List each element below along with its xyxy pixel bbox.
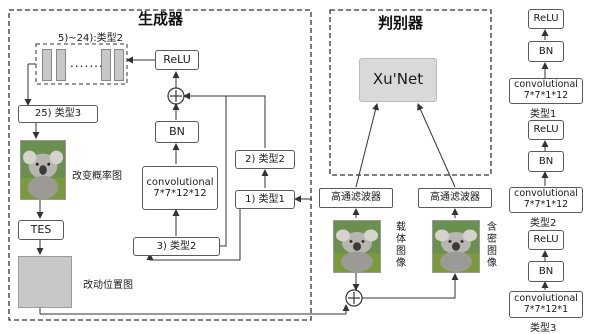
layer-bar-1: [42, 49, 52, 81]
rc3-conv-box: convolutional 7*7*12*1: [509, 291, 583, 318]
rc2-caption: 类型2: [530, 218, 557, 229]
rc3-caption: 类型3: [530, 323, 557, 334]
stego-caption: 含密图像: [487, 222, 497, 269]
generator-plus-node: [167, 87, 185, 105]
arrow-filterL-to-xunet: [355, 103, 379, 188]
item25-box: 25) 类型3: [18, 105, 98, 123]
rc1-bn-box: BN: [528, 41, 564, 62]
bn-box: BN: [155, 121, 199, 143]
tes-box: TES: [18, 220, 64, 240]
filter-left-box: 高通滤波器: [319, 188, 393, 208]
change-map-image: [18, 256, 72, 308]
rc3-relu-box: ReLU: [528, 230, 564, 250]
cover-caption: 载体图像: [396, 222, 406, 269]
rc1-relu-box: ReLU: [528, 9, 564, 29]
koala-picture: [21, 141, 65, 199]
skip-type2b-to-plus: [220, 96, 227, 247]
generator-frame: [8, 9, 312, 321]
type2-mid-box: 2) 类型2: [235, 150, 295, 169]
group-5-24-label: 5)~24):类型2: [58, 33, 123, 44]
change-map-caption: 改动位置图: [83, 280, 133, 291]
skip-type2mid-to-plus: [183, 92, 266, 148]
discriminator-plus-node: [345, 289, 363, 307]
xunet-box: Xu'Net: [359, 58, 437, 102]
ellipsis: .......: [70, 56, 104, 70]
type1-down-to-type2b: [146, 199, 241, 261]
relu-box: ReLU: [155, 50, 199, 70]
koala-picture: [433, 221, 479, 272]
rc2-conv-box: convolutional 7*7*1*12: [509, 187, 583, 213]
koala-picture: [334, 221, 380, 272]
layer-bar-4: [114, 49, 124, 81]
discriminator-frame: [329, 9, 492, 176]
rc2-relu-box: ReLU: [528, 120, 564, 140]
arrow-plus-to-stego: [362, 273, 459, 299]
rc1-conv-box: convolutional 7*7*1*12: [509, 78, 583, 104]
rc1-caption: 类型1: [530, 109, 557, 120]
type1-box: 1) 类型1: [235, 190, 295, 209]
discriminator-title: 判别器: [378, 14, 424, 32]
rc3-bn-box: BN: [528, 261, 564, 282]
arrow-filterR-to-xunet: [417, 103, 456, 188]
rc2-bn-box: BN: [528, 151, 564, 172]
layer-bar-3: [101, 49, 111, 81]
layer-bar-2: [56, 49, 66, 81]
generator-title: 生成器: [138, 10, 184, 28]
conv-box: convolutional 7*7*12*12: [142, 166, 218, 210]
cover-image: [333, 220, 381, 273]
prob-map-image: [20, 140, 66, 200]
prob-map-caption: 改变概率图: [72, 171, 122, 182]
type2-bottom-box: 3) 类型2: [133, 237, 220, 256]
filter-right-box: 高通滤波器: [418, 188, 492, 208]
stego-image: [432, 220, 480, 273]
